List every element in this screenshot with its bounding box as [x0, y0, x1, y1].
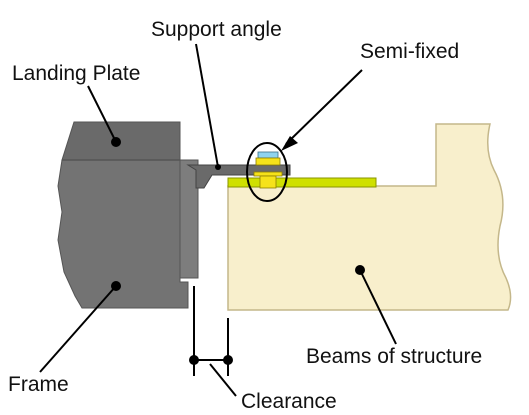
- bolt-nut-bottom: [259, 175, 277, 189]
- clearance-dot-right: [223, 355, 233, 365]
- frame-end-plate: [179, 159, 199, 279]
- dot-landing-plate: [111, 137, 121, 147]
- support-angle: [186, 164, 291, 189]
- dot-beams: [355, 265, 365, 275]
- bolt-assembly: [253, 151, 283, 189]
- dot-support-angle: [215, 164, 221, 170]
- clearance-dot-left: [189, 355, 199, 365]
- support-angle-label: Support angle: [151, 18, 282, 41]
- landing-plate-label: Landing Plate: [12, 62, 141, 85]
- dot-frame: [111, 281, 121, 291]
- bolt-head: [257, 151, 279, 159]
- semi-fixed-arrowhead: [281, 136, 298, 151]
- frame-body: [57, 159, 189, 309]
- clearance-label: Clearance: [241, 390, 337, 413]
- leader-landing-plate: [87, 85, 117, 143]
- bolt-nut-top: [255, 157, 281, 166]
- landing-plate: [61, 121, 181, 161]
- semi-fixed-ellipse: [246, 142, 288, 202]
- leader-semi-fixed: [285, 69, 363, 145]
- leader-clearance: [209, 363, 237, 397]
- beams-of-structure-label: Beams of structure: [306, 345, 483, 368]
- leader-beams: [359, 269, 397, 345]
- beam-of-structure: [227, 123, 512, 311]
- leader-frame: [39, 285, 117, 373]
- bolt-washer: [253, 171, 283, 177]
- leader-support-angle: [195, 43, 219, 168]
- base-plate: [227, 177, 377, 188]
- semi-fixed-label: Semi-fixed: [360, 40, 460, 63]
- frame-label: Frame: [8, 373, 69, 396]
